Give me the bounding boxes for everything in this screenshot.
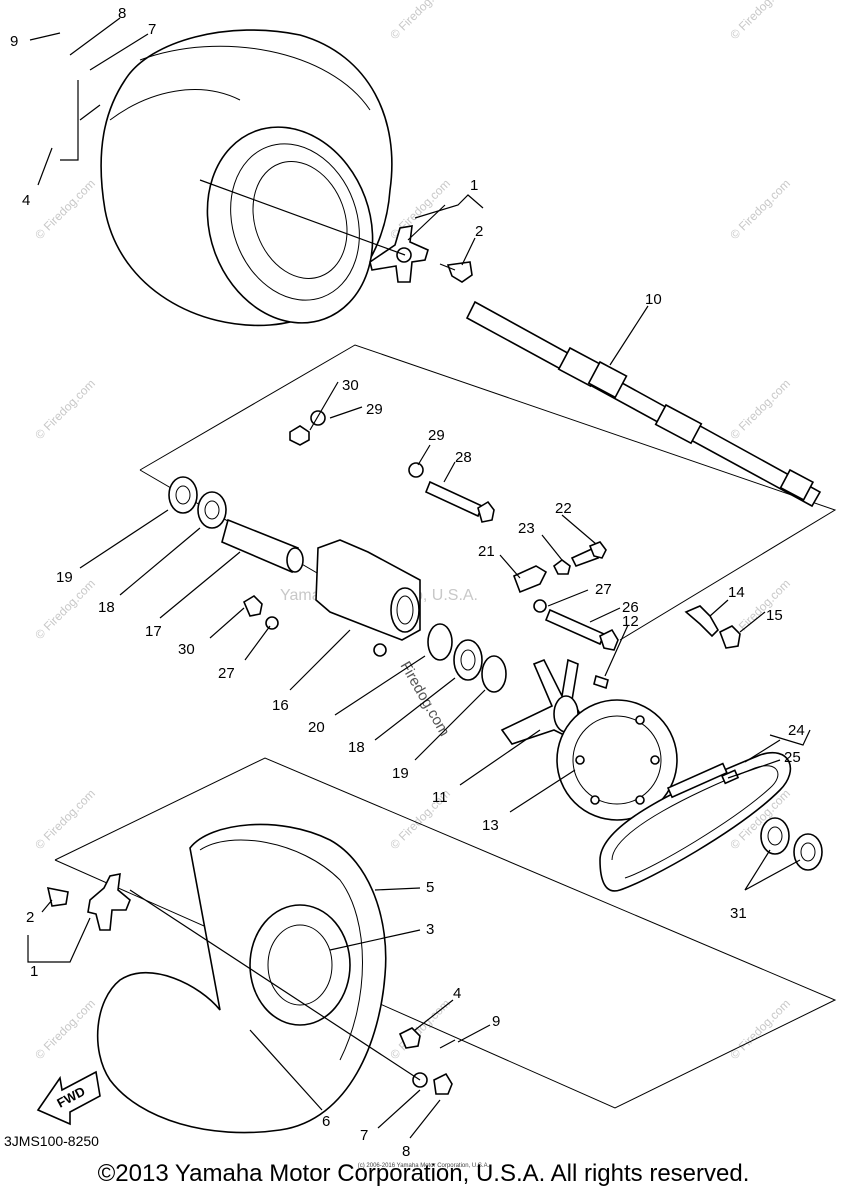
callout: 14 [728, 584, 745, 601]
callout: 6 [322, 1113, 330, 1130]
watermark: © Firedog.com [32, 376, 98, 442]
upper-tire [100, 29, 393, 327]
callout: 12 [622, 613, 639, 630]
fwd-arrow-icon: FWD [36, 1070, 101, 1126]
watermark: © Firedog.com [727, 0, 793, 42]
callout: 1 [470, 177, 478, 194]
watermark: © Firedog.com [387, 0, 453, 42]
callout: 2 [26, 909, 34, 926]
callout: 29 [366, 401, 383, 418]
lower-wheel [46, 823, 456, 1134]
callout: 30 [342, 377, 359, 394]
callout: 24 [788, 722, 805, 739]
callout: 4 [453, 985, 461, 1002]
callout: 21 [478, 543, 495, 560]
callout: 9 [492, 1013, 500, 1030]
callout: 9 [10, 33, 18, 50]
watermark-vertical: Firedog.com [397, 659, 453, 740]
callout: 28 [455, 449, 472, 466]
callout: 8 [402, 1143, 410, 1160]
callout: 27 [218, 665, 235, 682]
callout: 7 [360, 1127, 368, 1144]
watermark: © Firedog.com [32, 176, 98, 242]
callout: 23 [518, 520, 535, 537]
bracket-parts [512, 541, 741, 690]
watermark: © Firedog.com [387, 996, 453, 1062]
sprocket-group [427, 623, 678, 821]
callout: 20 [308, 719, 325, 736]
callout: 3 [426, 921, 434, 938]
callout: 17 [145, 623, 162, 640]
callout: 29 [428, 427, 445, 444]
watermark: © Firedog.com [727, 996, 793, 1062]
callout-labels: 9 8 7 4 1 2 10 30 29 29 28 22 23 21 27 2… [10, 5, 805, 1160]
fine-print: (c) 2006-2016 Yamaha Motor Corporation, … [357, 1163, 490, 1169]
callout: 19 [56, 569, 73, 586]
bearing-housing-group [168, 410, 495, 657]
callout: 19 [392, 765, 409, 782]
callout: 31 [730, 905, 747, 922]
callout: 18 [98, 599, 115, 616]
callout: 22 [555, 500, 572, 517]
callout: 10 [645, 291, 662, 308]
watermark: © Firedog.com [727, 376, 793, 442]
callout: 15 [766, 607, 783, 624]
callout: 18 [348, 739, 365, 756]
leader-lines [27, 17, 811, 1139]
callout: 25 [784, 749, 801, 766]
callout: 8 [118, 5, 126, 22]
callout: 1 [30, 963, 38, 980]
axle [465, 300, 822, 508]
callout: 16 [272, 697, 289, 714]
watermark: © Firedog.com [32, 786, 98, 852]
watermark: © Firedog.com [32, 996, 98, 1062]
upper-hub [369, 225, 473, 283]
callout: 4 [22, 192, 30, 209]
callout: 5 [426, 879, 434, 896]
watermark: © Firedog.com [727, 176, 793, 242]
callout: 30 [178, 641, 195, 658]
callout: 2 [475, 223, 483, 240]
callout: 27 [595, 581, 612, 598]
callout: 7 [148, 21, 156, 38]
callout: 13 [482, 817, 499, 834]
callout: 11 [432, 789, 448, 806]
copyright-footer: ©2013 Yamaha Motor Corporation, U.S.A. A… [97, 1160, 750, 1187]
callout: 26 [622, 599, 639, 616]
watermark: © Firedog.com [32, 576, 98, 642]
diagram-code: 3JMS100-8250 [4, 1133, 99, 1149]
